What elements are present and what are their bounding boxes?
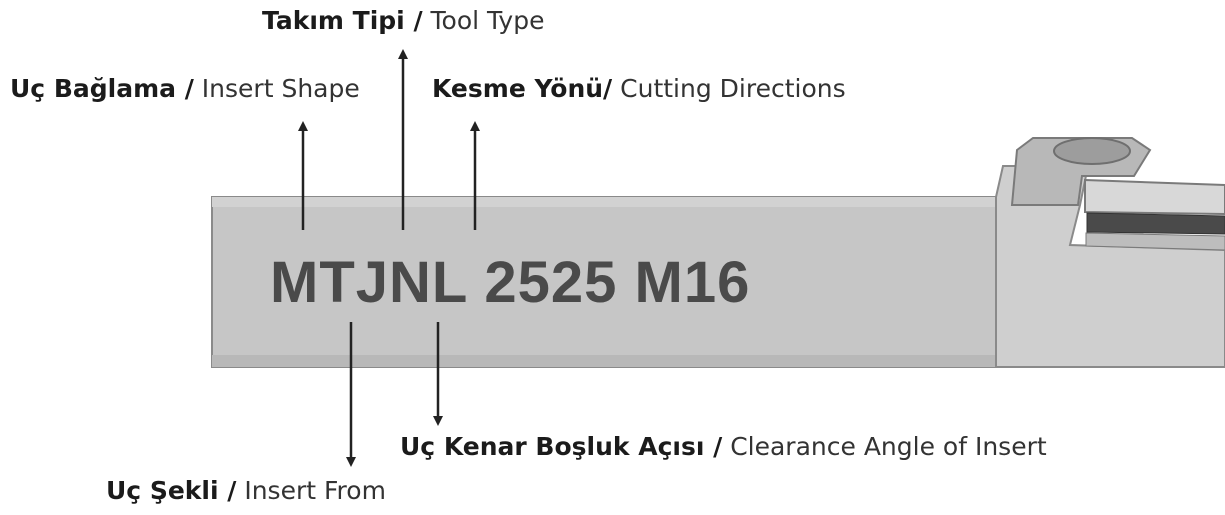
label-clearance-angle-tr: Uç Kenar Boşluk Açısı / xyxy=(400,432,723,461)
label-clearance-angle: Uç Kenar Boşluk Açısı / Clearance Angle … xyxy=(400,434,1047,459)
label-insert-shape: Uç Bağlama / Insert Shape xyxy=(10,76,360,101)
tool-shank xyxy=(211,196,997,368)
label-insert-shape-tr: Uç Bağlama / xyxy=(10,74,194,103)
label-insert-form-en: Insert From xyxy=(244,476,386,505)
label-tool-type-en: Tool Type xyxy=(430,6,545,35)
tool-code: MTJNL 2525 M16 xyxy=(270,250,751,315)
label-cutting-directions-tr: Kesme Yönü/ xyxy=(432,74,613,103)
tool-head xyxy=(995,137,1225,368)
label-insert-form: Uç Şekli / Insert From xyxy=(106,478,386,503)
label-insert-form-tr: Uç Şekli / xyxy=(106,476,237,505)
label-tool-type-tr: Takım Tipi / xyxy=(262,6,423,35)
label-insert-shape-en: Insert Shape xyxy=(201,74,360,103)
label-cutting-directions: Kesme Yönü/ Cutting Directions xyxy=(432,76,846,101)
label-clearance-angle-en: Clearance Angle of Insert xyxy=(730,432,1047,461)
label-tool-type: Takım Tipi / Tool Type xyxy=(262,8,544,33)
label-cutting-directions-en: Cutting Directions xyxy=(620,74,846,103)
